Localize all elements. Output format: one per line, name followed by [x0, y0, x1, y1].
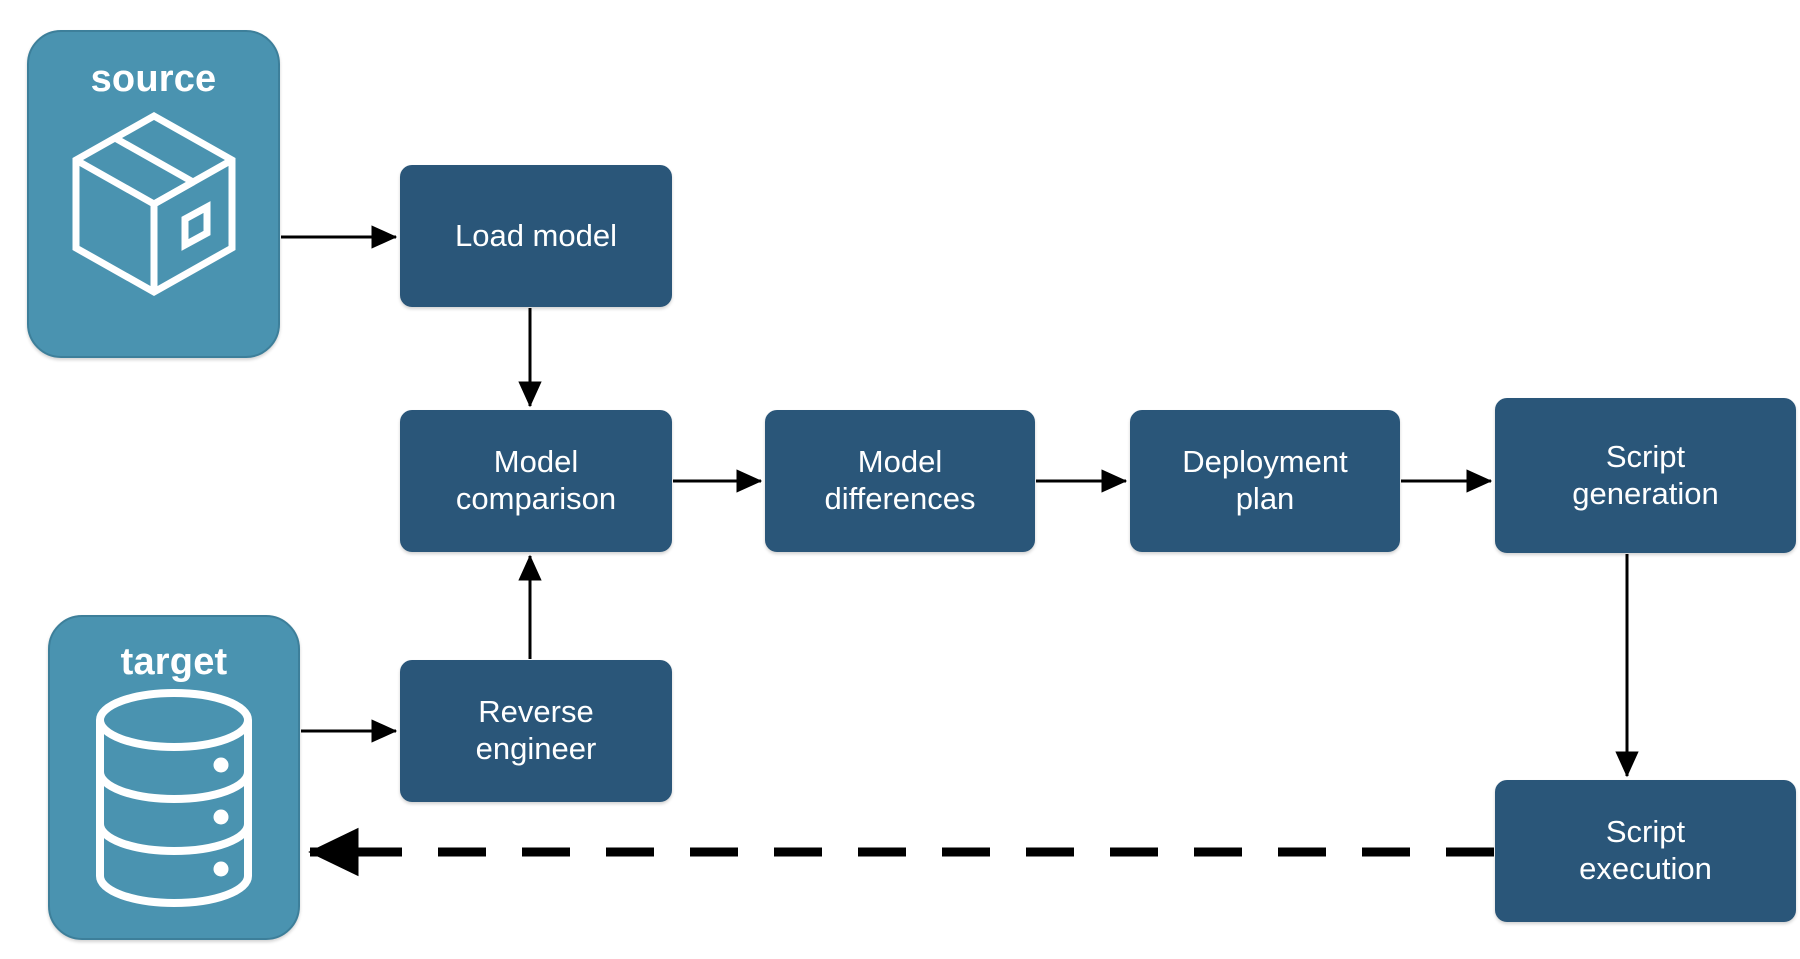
process-reverse-engineer[interactable]: Reverse engineer [400, 660, 672, 802]
endpoint-source[interactable]: source [27, 30, 280, 358]
process-deployment-plan-label: Deployment plan [1182, 444, 1348, 516]
database-cylinder-icon [88, 681, 260, 907]
process-load-model-label: Load model [454, 217, 617, 253]
endpoint-source-label: source [90, 58, 217, 100]
endpoint-target[interactable]: target [48, 615, 300, 940]
process-model-differences[interactable]: Model differences [765, 410, 1035, 552]
process-model-comparison[interactable]: Model comparison [400, 410, 672, 552]
process-script-generation-label: Script generation [1572, 438, 1719, 511]
process-model-differences-label: Model differences [824, 444, 976, 516]
endpoint-target-label: target [120, 641, 228, 683]
process-reverse-engineer-label: Reverse engineer [475, 694, 597, 766]
process-script-execution[interactable]: Script execution [1495, 780, 1796, 922]
process-load-model[interactable]: Load model [400, 165, 672, 307]
process-model-comparison-label: Model comparison [455, 444, 617, 516]
process-script-execution-label: Script execution [1579, 814, 1712, 886]
process-script-generation[interactable]: Script generation [1495, 398, 1796, 553]
package-box-icon [54, 98, 254, 302]
process-deployment-plan[interactable]: Deployment plan [1130, 410, 1400, 552]
